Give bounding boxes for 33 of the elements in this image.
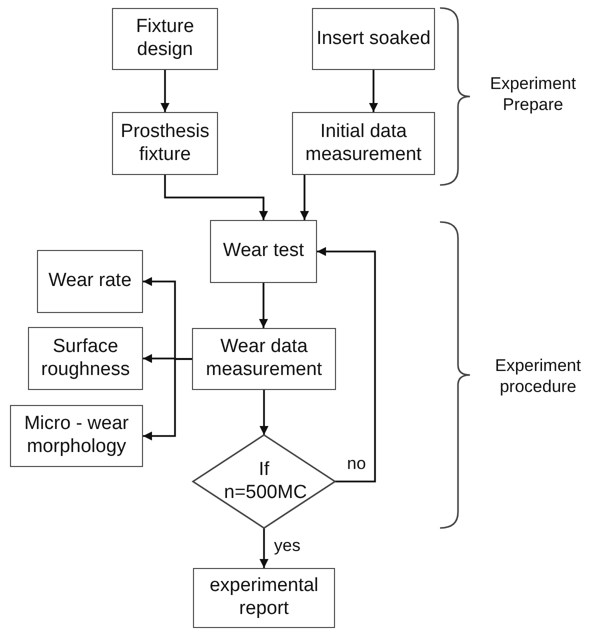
- box-label: If n=500MC: [224, 458, 304, 504]
- box-label: Surface roughness: [40, 336, 131, 382]
- box-label: Wear data measurement: [204, 336, 324, 382]
- box-label: Micro - wear morphology: [23, 413, 130, 459]
- process-box: [112, 112, 218, 175]
- group-label: Experiment Prepare: [489, 73, 577, 116]
- arrow: [369, 70, 378, 112]
- process-box: [37, 250, 143, 313]
- box-label: Wear test: [223, 240, 304, 263]
- box-label: Prosthesis fixture: [120, 120, 210, 166]
- process-box: [292, 112, 435, 175]
- arrow: [260, 390, 268, 435]
- arrow: [143, 358, 192, 440]
- box-label: Initial data measurement: [304, 120, 423, 166]
- arrow: [317, 247, 376, 482]
- arrow: [300, 175, 309, 220]
- arrow: [164, 175, 268, 220]
- process-box: [112, 8, 218, 70]
- group-label: Experiment procedure: [494, 355, 582, 398]
- box-label: Insert soaked: [316, 28, 431, 50]
- arrow: [260, 528, 268, 568]
- box-label: Wear rate: [48, 270, 132, 293]
- process-box: [193, 568, 335, 628]
- process-box: [28, 327, 143, 390]
- arrow: [160, 70, 170, 112]
- process-box: [192, 328, 336, 390]
- arrow: [259, 283, 268, 328]
- process-box: [10, 405, 143, 467]
- box-label: Fixture design: [134, 16, 196, 62]
- box-label: experimental report: [208, 575, 320, 621]
- process-box: [210, 220, 317, 283]
- process-box: [312, 8, 435, 70]
- decision-diamond: [193, 435, 335, 528]
